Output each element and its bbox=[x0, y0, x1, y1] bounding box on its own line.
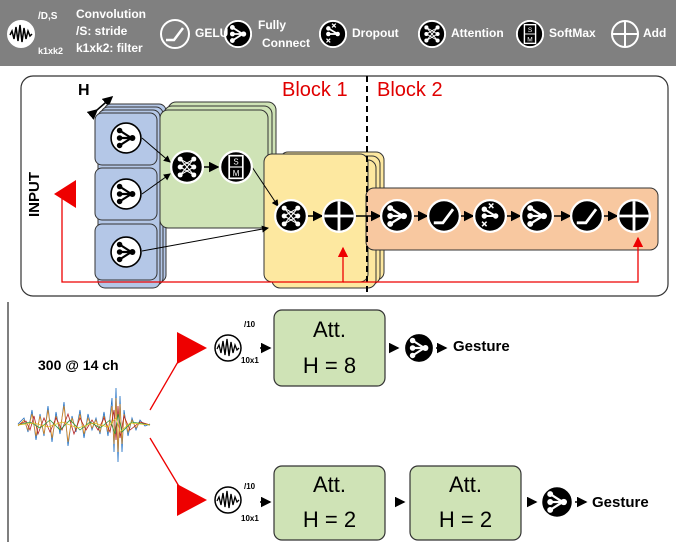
conv-legend-desc-3: k1xk2: filter bbox=[76, 41, 143, 55]
att-h8-title: Att. bbox=[312, 317, 346, 342]
att-h8-heads: H = 8 bbox=[302, 353, 357, 378]
input-arrow bbox=[54, 180, 76, 208]
att-h2-text-2: Att. H = 2 bbox=[410, 467, 521, 537]
legend-icons: S M bbox=[7, 19, 639, 49]
gelu-icon bbox=[427, 199, 461, 233]
softmax-icon bbox=[219, 150, 253, 184]
emg-signal bbox=[17, 387, 151, 463]
att-h8-box bbox=[273, 309, 386, 387]
add-icon bbox=[322, 199, 356, 233]
att-h2-title-1: Att. bbox=[312, 472, 346, 497]
fc-icon bbox=[110, 236, 142, 268]
fc-icon bbox=[110, 178, 142, 210]
att-h2-heads-1: H = 2 bbox=[302, 507, 357, 532]
add-icon bbox=[617, 199, 651, 233]
att-h2-heads-2: H = 2 bbox=[438, 507, 493, 532]
softmax-legend-label: SoftMax bbox=[549, 26, 596, 40]
fc-icon bbox=[403, 332, 435, 364]
conv-a-superscript: /10 bbox=[244, 320, 256, 329]
gesture-output-b: Gesture bbox=[592, 494, 649, 511]
conv-b-subscript: 10x1 bbox=[241, 514, 259, 523]
model-comparison bbox=[7, 302, 588, 542]
head-label: H bbox=[78, 82, 90, 99]
fc-icon bbox=[110, 122, 142, 154]
gesture-output-a: Gesture bbox=[453, 338, 510, 355]
signal-caption: 300 @ 14 ch bbox=[38, 357, 119, 373]
block1-label: Block 1 bbox=[282, 79, 348, 101]
fc-icon bbox=[380, 199, 414, 233]
add-legend-icon bbox=[611, 20, 639, 48]
conv-legend-desc-1: Convolution bbox=[76, 7, 146, 21]
fc-legend-label-2: Connect bbox=[262, 36, 310, 50]
conv-legend-desc-2: /S: stride bbox=[76, 24, 128, 38]
dropout-icon bbox=[473, 199, 507, 233]
fc-legend-label-1: Fully bbox=[258, 18, 287, 32]
gelu-icon bbox=[570, 199, 604, 233]
attention-icon bbox=[274, 199, 308, 233]
architecture-diagram bbox=[20, 75, 669, 297]
conv-legend-superscript: /D,S bbox=[38, 11, 58, 22]
attention-icon bbox=[170, 150, 204, 184]
conv-legend-subscript: k1xk2 bbox=[38, 46, 64, 56]
gelu-legend-label: GELU bbox=[195, 26, 229, 40]
input-label: INPUT bbox=[26, 172, 43, 217]
gelu-legend-icon bbox=[160, 19, 190, 49]
att-h2-title-2: Att. bbox=[448, 472, 482, 497]
att-h8-text: Att. H = 8 bbox=[274, 312, 385, 384]
att-h2-text-1: Att. H = 2 bbox=[274, 467, 385, 537]
add-legend-label: Add bbox=[643, 26, 667, 40]
conv-b-superscript: /10 bbox=[244, 482, 256, 491]
attention-legend-label: Attention bbox=[451, 26, 504, 40]
att-h2-box-1 bbox=[273, 465, 386, 541]
att-h2-box-2 bbox=[409, 465, 522, 541]
fc-icon bbox=[540, 485, 574, 519]
block2-label: Block 2 bbox=[377, 79, 443, 101]
conv-a-subscript: 10x1 bbox=[241, 356, 259, 365]
fc-icon bbox=[520, 199, 554, 233]
dropout-legend-label: Dropout bbox=[352, 26, 399, 40]
